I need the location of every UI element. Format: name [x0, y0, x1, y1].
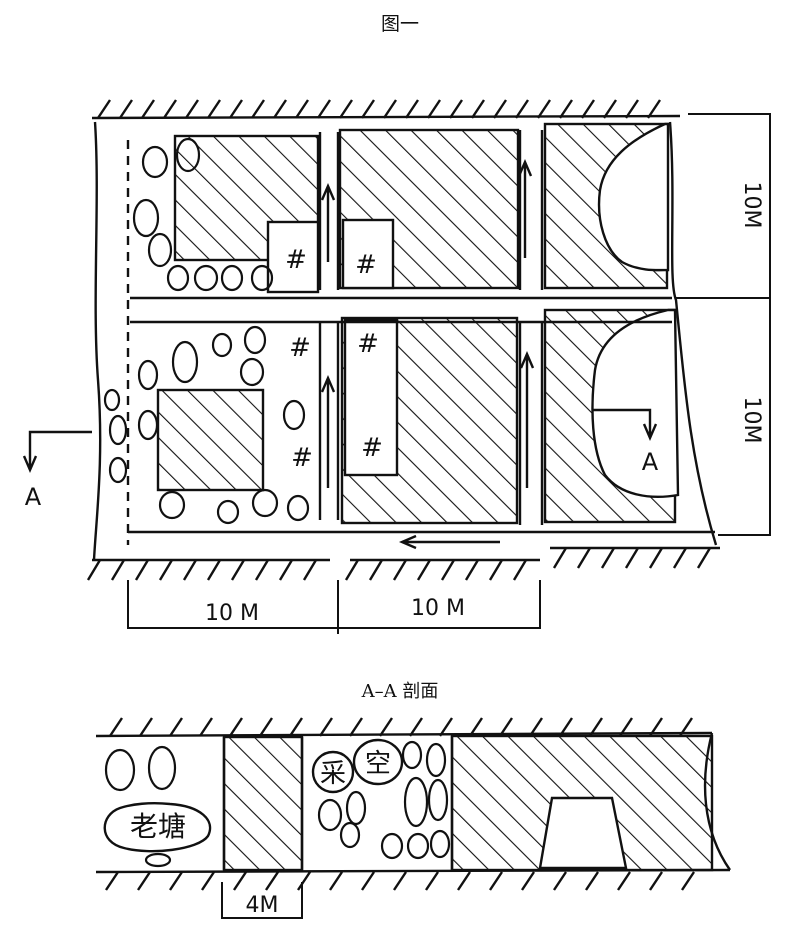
- pillar-mark: #: [361, 433, 383, 463]
- section-roof-hatch: [109, 717, 693, 737]
- gob-strip-bottom-middle: [343, 318, 399, 477]
- roadway-vertical-1: [318, 132, 340, 520]
- mined-bubble-2: [352, 738, 404, 786]
- dim-label-bottom-left: 10 M: [205, 601, 259, 626]
- gob-rubble: [103, 137, 310, 525]
- dim-line-right: [675, 113, 771, 536]
- pillar-mark: #: [289, 333, 311, 363]
- section-rubble: [104, 740, 451, 868]
- flow-arrows: [320, 158, 535, 550]
- section-title: A–A 剖面: [361, 681, 439, 702]
- roadway-vertical-2: [518, 130, 544, 525]
- section-marker-right: A: [642, 448, 659, 476]
- pillar-mark: #: [357, 329, 379, 359]
- bottom-ground-hatch: [86, 546, 720, 581]
- top-ground-hatch: [91, 99, 681, 120]
- old-pond-bubble: [103, 802, 212, 853]
- pillar-mark: #: [355, 250, 377, 280]
- void-top-right: [597, 122, 670, 272]
- section-labels: 老塘 采 空 4M: [130, 749, 391, 918]
- mined-bubble-1: [311, 750, 355, 794]
- section-marker-right-line: [592, 408, 658, 442]
- dim-label-right-bottom: 10M: [739, 397, 764, 444]
- figure-title: 图一: [381, 13, 419, 35]
- pillar-mark: #: [291, 443, 313, 473]
- section-marker-left: A: [25, 483, 42, 511]
- left-outer-wall: [92, 121, 102, 561]
- pillar-block-bottom-left: [156, 388, 265, 492]
- section-pillar-left: [222, 735, 304, 872]
- section-dim-label: 4M: [246, 893, 279, 918]
- section-roof-line: [95, 731, 713, 738]
- gob-notch-top-middle: [341, 218, 395, 290]
- right-outer-wall: [668, 121, 718, 546]
- label-old-pond: 老塘: [130, 810, 186, 843]
- section-divider: [222, 736, 454, 870]
- dim-label-right-top: 10M: [739, 182, 764, 229]
- dim-line-bottom: [127, 580, 541, 634]
- section-floor-hatch: [105, 871, 695, 891]
- void-bottom-right: [591, 308, 680, 498]
- roadway-horizontal-middle: [130, 296, 672, 324]
- plan-view: [22, 99, 771, 634]
- label-mined-1: 采: [320, 759, 346, 789]
- dim-label-bottom-right: 10 M: [411, 596, 465, 621]
- label-mined-2: 空: [365, 749, 391, 779]
- section-roadway-opening: [538, 796, 628, 870]
- section-right-end: [703, 732, 731, 871]
- section-dim-line: [221, 882, 303, 919]
- pillar-mark: #: [285, 245, 307, 275]
- plan-labels: # # # # # # A A 10 M 10 M 10M 10M: [25, 182, 764, 626]
- section-marker-left-line: [22, 430, 92, 474]
- gob-notch-top-left: [266, 220, 320, 294]
- section-view: [95, 717, 731, 919]
